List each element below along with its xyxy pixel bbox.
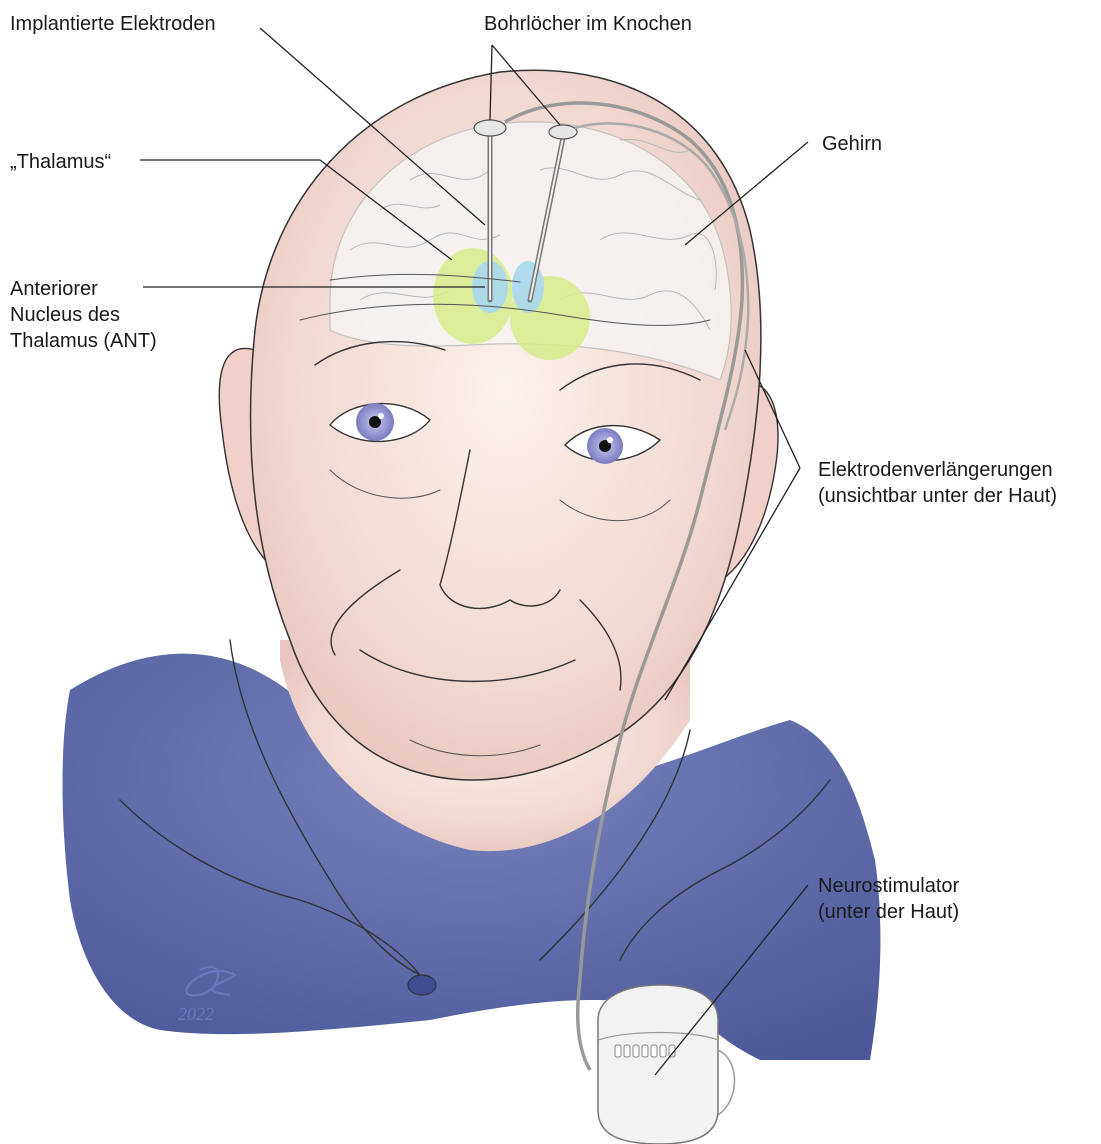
label-ant-3: Thalamus (ANT) [10, 330, 157, 352]
shirt-button [408, 975, 436, 995]
ant-right [512, 261, 544, 313]
label-electrodes: Implantierte Elektroden [10, 13, 216, 35]
label-ant-2: Nucleus des [10, 304, 120, 326]
label-burr-holes: Bohrlöcher im Knochen [484, 13, 692, 35]
burr-hole-cap-left [474, 120, 506, 136]
burr-hole-cap-right [549, 125, 577, 139]
label-stimulator-2: (unter der Haut) [818, 901, 959, 923]
label-extensions-1: Elektrodenverlängerungen [818, 459, 1053, 481]
signature-year: 2022 [178, 1004, 214, 1024]
label-brain: Gehirn [822, 133, 882, 155]
label-thalamus: „Thalamus“ [10, 151, 111, 173]
neurostimulator-device [598, 985, 735, 1144]
label-extensions-2: (unsichtbar unter der Haut) [818, 485, 1057, 507]
label-ant-1: Anteriorer [10, 278, 98, 300]
label-stimulator-1: Neurostimulator [818, 875, 960, 897]
